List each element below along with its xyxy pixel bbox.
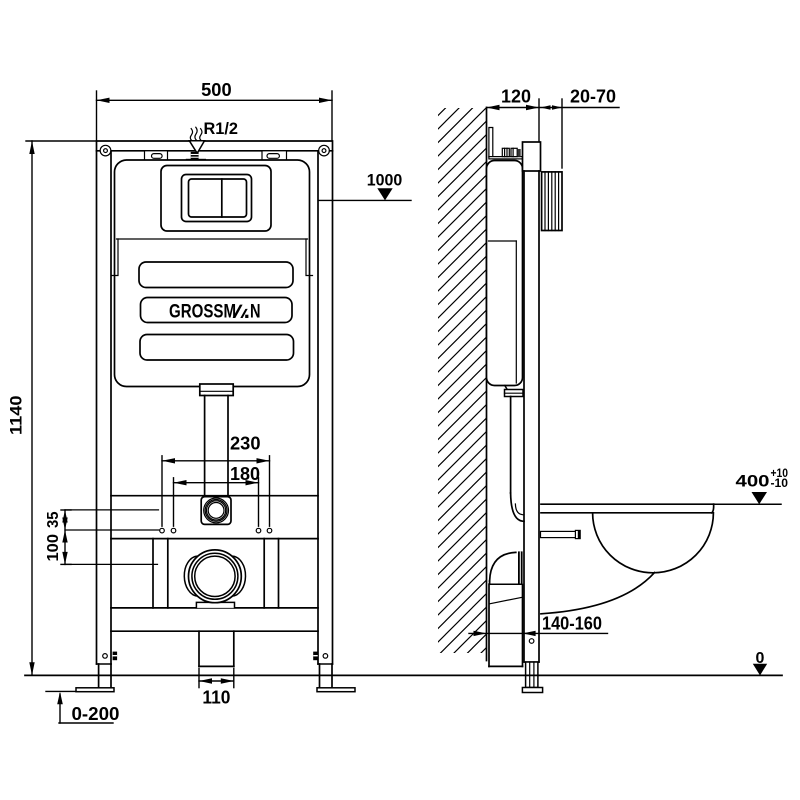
inlet-nipple: [190, 151, 199, 161]
dim-500: 500: [95, 80, 333, 141]
dim-100-label: 100: [45, 534, 62, 562]
dim-1140-label: 1140: [7, 396, 26, 436]
leg-left: [75, 651, 118, 693]
dim-35-100: 35 100: [45, 509, 160, 566]
dim-400-tol-plus: +10: [771, 468, 789, 480]
dim-20-70: 20-70: [539, 86, 620, 169]
dim-400: 400 +10 -10: [712, 468, 789, 505]
dim-500-label: 500: [201, 80, 232, 100]
inlet-funnel: [187, 139, 206, 155]
flush-plate-window: [160, 164, 272, 232]
leg-right: [313, 651, 356, 693]
dimensions: 500 1140 R1/2 1000 230: [7, 80, 789, 724]
dim-120: 120: [485, 86, 540, 142]
mounting-stud-side: [539, 529, 581, 540]
dim-r12-label: R1/2: [204, 119, 239, 138]
foot-plate-left: [75, 687, 115, 693]
dim-140-160: 140-160: [468, 614, 609, 637]
foot-plate-right: [316, 687, 356, 693]
drain-elbow-side: [488, 551, 524, 668]
drain-down-pipe: [198, 630, 235, 668]
dim-120-label: 120: [501, 86, 531, 106]
toilet-bowl: [540, 503, 715, 615]
front-view: GROSSM N: [75, 126, 356, 693]
drain-socket: [183, 549, 247, 609]
dim-1140: 1140: [7, 140, 98, 676]
dim-230: 230: [161, 434, 271, 527]
side-view: [438, 106, 715, 694]
flush-pipe-side: [503, 384, 525, 523]
brand-stylized-a: [232, 304, 249, 318]
dim-180-label: 180: [230, 464, 260, 484]
cistern-panels: [138, 261, 295, 361]
flush-bend-outlet: [200, 495, 232, 526]
dim-400-label: 400: [736, 472, 770, 491]
dim-400-tol-minus: -10: [771, 478, 789, 490]
dim-0-200-label: 0-200: [72, 704, 120, 724]
dim-20-70-label: 20-70: [570, 86, 616, 106]
mounting-holes: [159, 527, 273, 534]
dim-1000: 1000: [318, 171, 412, 202]
foot-plate-side: [521, 686, 544, 694]
frame-upright-side: [521, 141, 542, 663]
corner-screw-right: [318, 144, 330, 157]
corner-screw-left: [99, 144, 112, 157]
brand-logo-suffix: N: [250, 302, 261, 323]
dim-180: 180: [172, 464, 260, 527]
dim-35-label: 35: [45, 511, 62, 528]
cistern-side: [485, 159, 524, 387]
dim-1000-label: 1000: [367, 171, 403, 190]
frame-outline: [95, 140, 334, 665]
dim-0-200: 0-200: [45, 690, 120, 724]
water-inlet-waves-icon: [189, 126, 203, 142]
wall-bracket: [488, 126, 525, 160]
dim-0-label: 0: [756, 650, 765, 667]
flush-plate-side: [540, 171, 563, 232]
dim-140-160-label: 140-160: [542, 614, 602, 634]
brand-logo-prefix: GROSSM: [169, 302, 236, 323]
dim-110: 110: [198, 667, 235, 708]
brand-logo: GROSSM N: [169, 302, 261, 323]
dim-0: 0: [752, 650, 768, 676]
wall-hatch: [438, 108, 487, 653]
flush-pipe: [198, 383, 235, 497]
dim-230-label: 230: [230, 434, 261, 454]
dim-110-label: 110: [202, 688, 230, 708]
